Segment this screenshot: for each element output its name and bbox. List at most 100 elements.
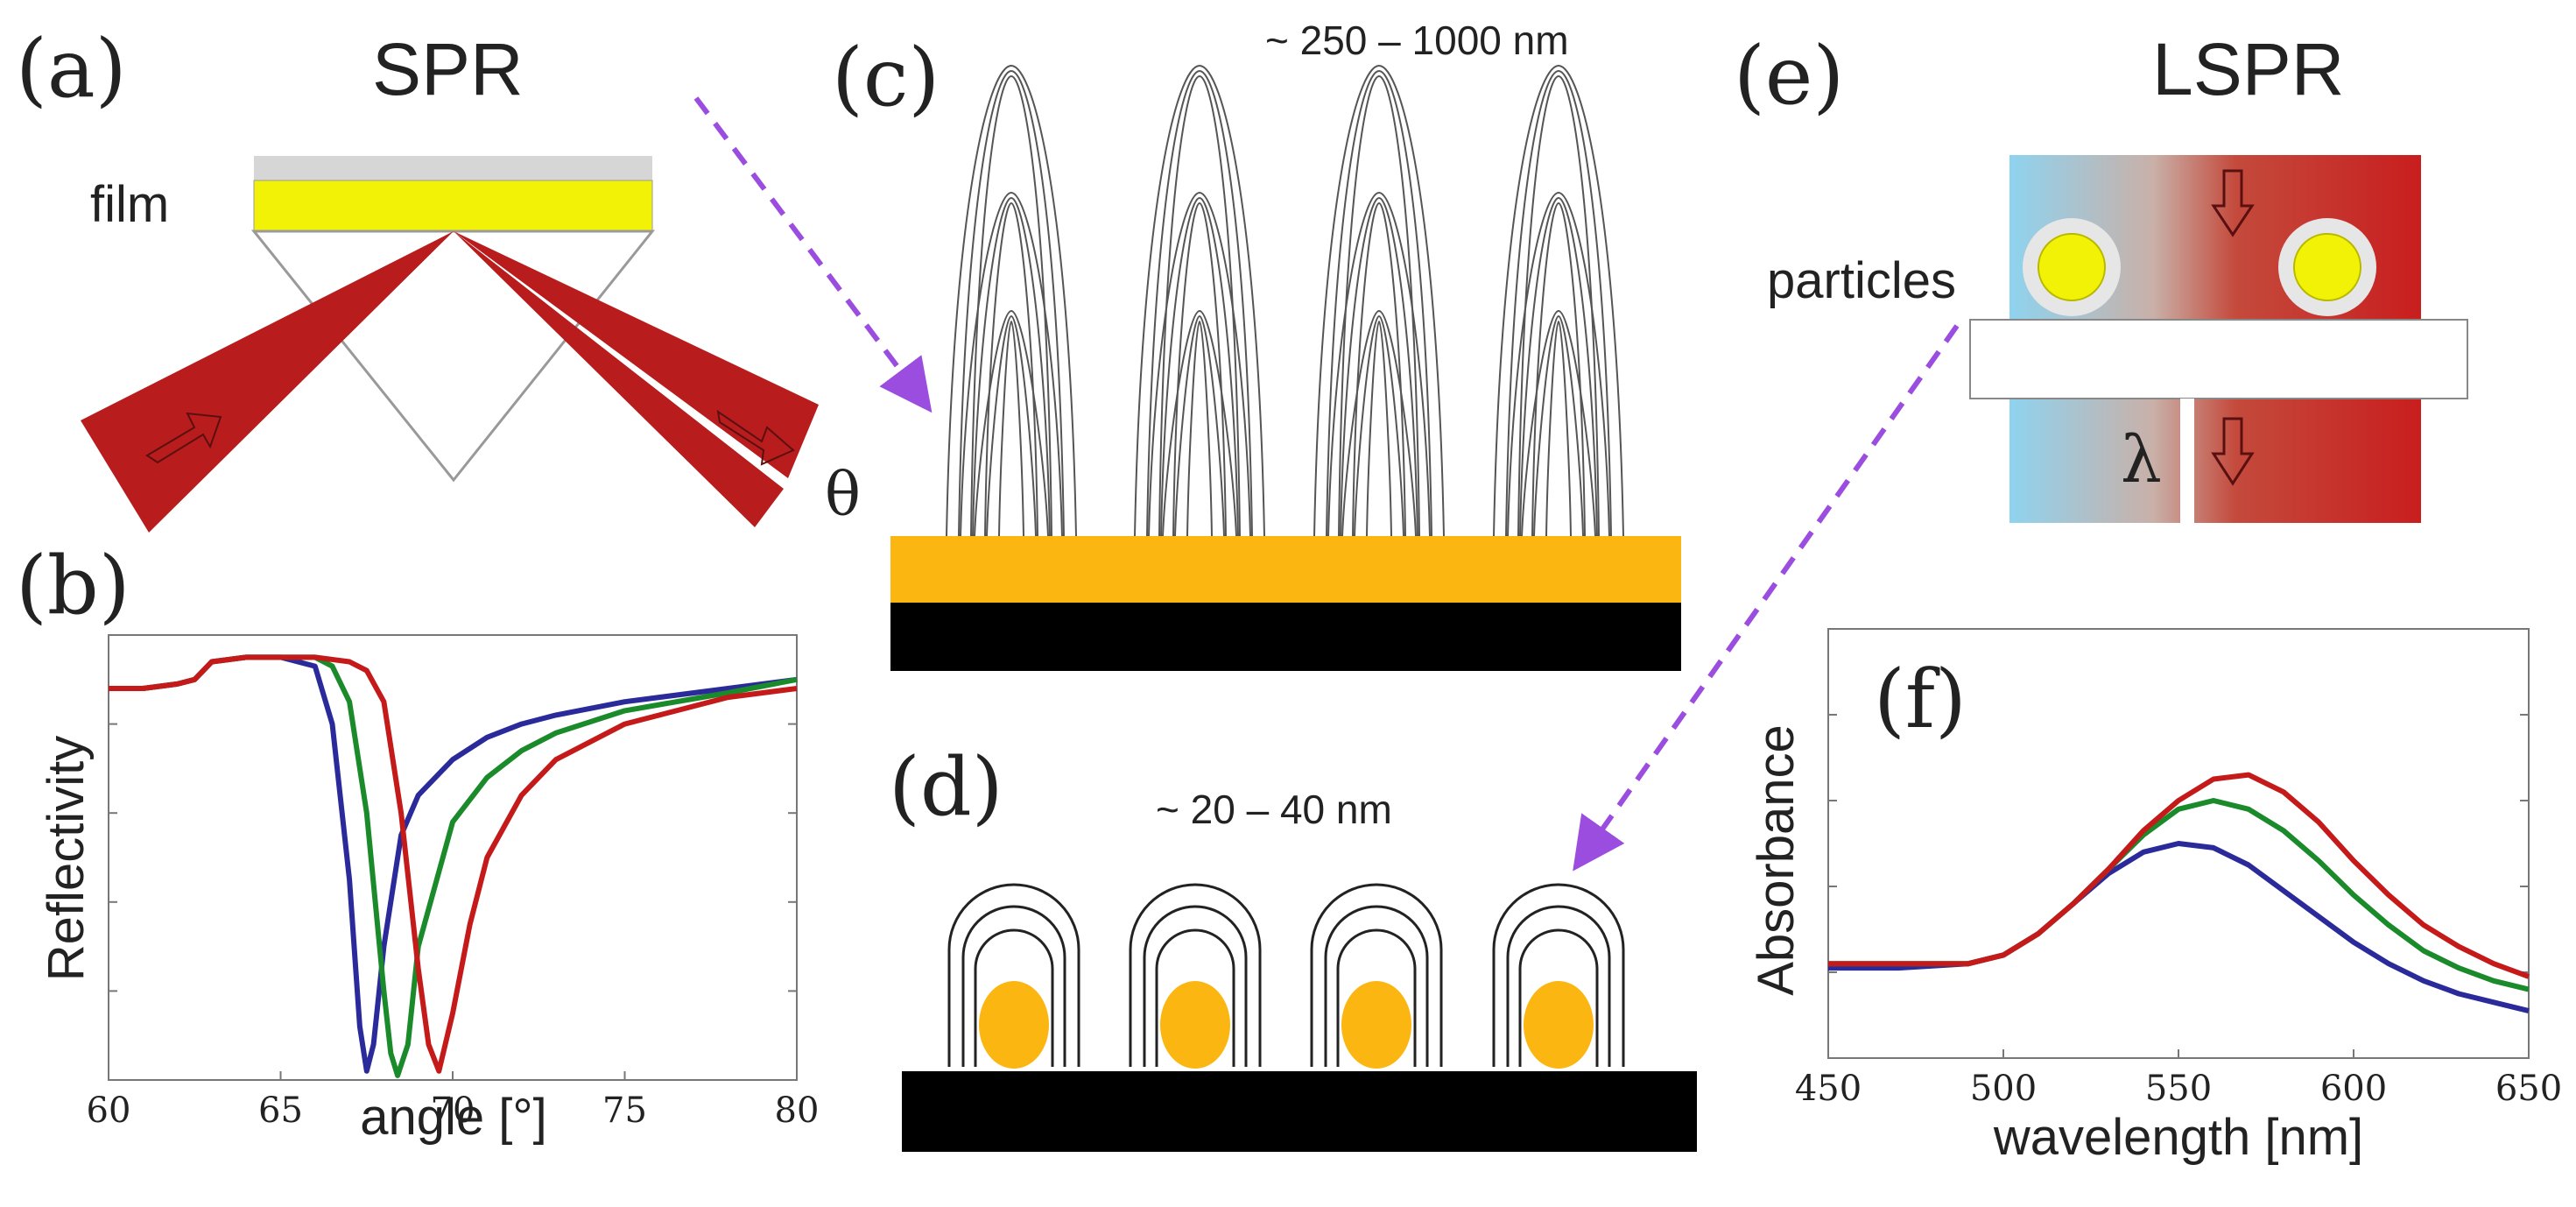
plot-b-ylabel: Reflectivity — [38, 736, 95, 981]
field-line — [958, 69, 1065, 537]
panel-b: (b) 60 65 70 75 80 angle [°] Reflectivity — [16, 539, 819, 1146]
substrate-d — [902, 1071, 1697, 1152]
incident-arrow-icon — [145, 412, 222, 464]
field-line — [1519, 196, 1598, 537]
near-field-loop — [1143, 905, 1248, 1067]
plot-b-x-tick-label: 60 — [87, 1091, 131, 1131]
field-line — [1326, 69, 1432, 537]
gold-nanoparticle — [979, 981, 1049, 1069]
field-line — [1174, 314, 1225, 537]
field-line — [960, 191, 1063, 537]
dashed-arrow-e-to-d — [1573, 324, 1960, 872]
reflected-arrow-icon — [716, 409, 795, 466]
field-line — [972, 196, 1051, 537]
field-line — [1505, 69, 1612, 537]
panel-a: (a) SPR film θ — [16, 22, 861, 533]
film-label: film — [90, 176, 169, 233]
slab-gap — [2180, 399, 2194, 523]
plot-f-x-tick-label: 600 — [2320, 1069, 2387, 1109]
plot-b-x-tick-label: 80 — [775, 1091, 820, 1131]
field-line — [1327, 191, 1431, 537]
field-line — [1148, 191, 1251, 537]
field-line — [974, 309, 1049, 537]
dashed-arrow-a-to-c — [693, 96, 933, 413]
field-line — [1134, 64, 1265, 537]
field-line — [1545, 320, 1572, 537]
panel-d-range: ~ 20 – 40 nm — [1156, 787, 1392, 832]
plot-f-x-tick-label: 450 — [1795, 1069, 1862, 1109]
near-field-loop — [1129, 883, 1262, 1067]
substrate-slab-e — [1969, 319, 2468, 399]
plot-b-curves — [109, 654, 798, 1078]
near-field-loop — [1518, 928, 1599, 1067]
field-line — [1493, 64, 1624, 537]
field-line — [1366, 320, 1392, 537]
field-line — [998, 320, 1024, 537]
field-line — [1507, 191, 1610, 537]
panel-e: (e) LSPR λ particles — [1734, 28, 2468, 523]
plot-b-x-ticks: 60 65 70 75 80 — [87, 1071, 820, 1131]
field-line — [946, 64, 1077, 537]
plot-b-x-tick-label: 75 — [602, 1091, 647, 1131]
plot-f-xlabel: wavelength [nm] — [1993, 1109, 2363, 1166]
plot-f-x-tick-label: 500 — [1970, 1069, 2037, 1109]
spr-title: SPR — [372, 28, 524, 110]
lspr-title: LSPR — [2152, 28, 2344, 110]
field-line — [1313, 64, 1445, 537]
plot-b-x-tick-label: 70 — [431, 1091, 475, 1131]
near-field-loop — [1336, 928, 1417, 1067]
plot-f-curves — [1828, 772, 2530, 1014]
field-line — [1338, 74, 1420, 537]
field-line — [1162, 309, 1237, 537]
panel-b-label: (b) — [16, 539, 130, 632]
panel-c: (c) ~ 250 – 1000 nm — [832, 18, 1681, 671]
incident-beam — [81, 231, 454, 533]
reflected-beam-2 — [454, 231, 819, 478]
near-field-loop — [1155, 928, 1235, 1067]
plot-b-y-ticks — [109, 723, 797, 992]
field-line — [1172, 201, 1227, 537]
field-line — [1531, 201, 1586, 537]
panel-a-label: (a) — [16, 22, 127, 116]
panel-c-range: ~ 250 – 1000 nm — [1265, 18, 1569, 63]
plot-b-x-tick-label: 65 — [258, 1091, 303, 1131]
field-line — [1341, 309, 1417, 537]
plot-b-series-2-line — [109, 654, 798, 1074]
field-line — [970, 74, 1052, 537]
plot-f-ylabel: Absorbance — [1748, 724, 1805, 996]
near-field-loop — [1310, 883, 1443, 1067]
plot-b-xlabel: angle [°] — [360, 1089, 546, 1146]
particle-core-left — [2038, 233, 2106, 301]
nanoparticle-fields — [947, 883, 1625, 1069]
gold-film-c — [890, 536, 1681, 604]
field-line — [1186, 320, 1213, 537]
near-field-loop — [1492, 883, 1625, 1067]
field-line — [1352, 201, 1406, 537]
theta-symbol: θ — [825, 461, 861, 530]
field-line — [1354, 314, 1404, 537]
prism — [250, 229, 656, 483]
field-line — [1340, 196, 1418, 537]
substrate-c — [890, 603, 1681, 671]
gold-nanoparticle — [1524, 981, 1594, 1069]
field-line — [984, 201, 1038, 537]
panel-d: (d) ~ 20 – 40 nm — [889, 740, 1697, 1152]
plot-f-series-2-line — [1828, 772, 2530, 979]
panel-e-label: (e) — [1734, 29, 1844, 123]
gold-film — [253, 180, 653, 232]
field-line — [1517, 74, 1600, 537]
lambda-symbol: λ — [2121, 422, 2162, 498]
panel-c-label: (c) — [832, 31, 940, 124]
near-field-loop — [1324, 905, 1429, 1067]
field-line — [1158, 74, 1241, 537]
plot-f-x-tick-label: 650 — [2495, 1069, 2562, 1109]
field-line — [1160, 196, 1239, 537]
panel-d-label: (d) — [889, 740, 1003, 834]
field-line — [1146, 69, 1253, 537]
near-field-loop — [1506, 905, 1611, 1067]
panel-f-label: (f) — [1874, 653, 1967, 746]
gold-nanoparticle — [1160, 981, 1230, 1069]
